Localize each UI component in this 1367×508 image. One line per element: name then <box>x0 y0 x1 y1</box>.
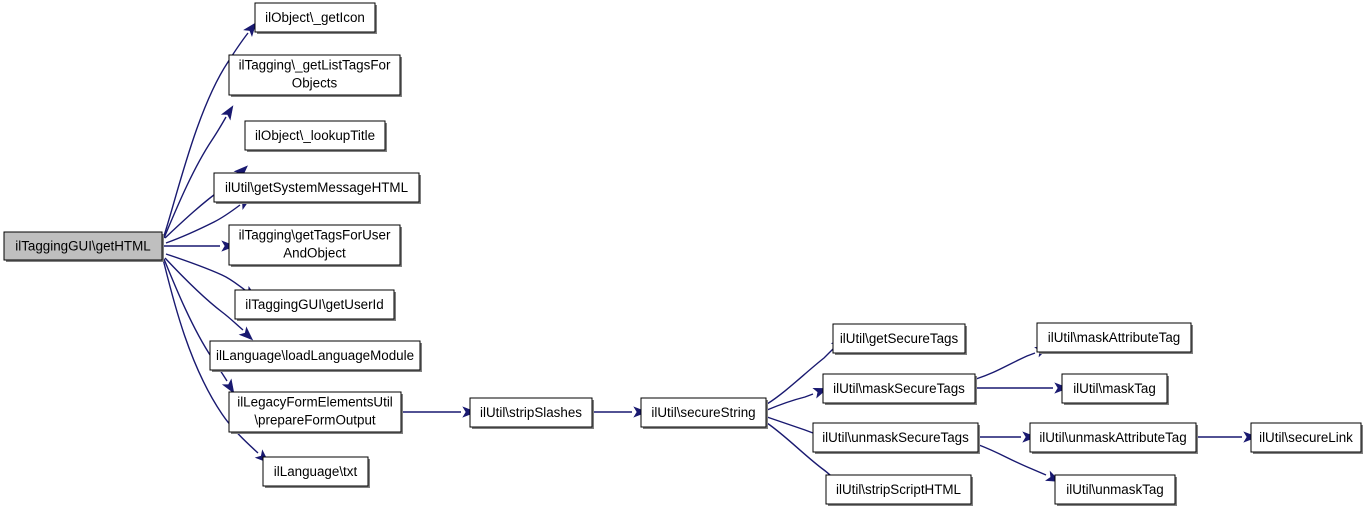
node-label-unmaskTag: ilUtil\unmaskTag <box>1066 482 1164 497</box>
node-rect-txt[interactable] <box>262 456 369 487</box>
node-rect-maskAttributeTag[interactable] <box>1036 322 1192 353</box>
node-maskTag[interactable]: ilUtil\maskTag <box>1061 373 1169 405</box>
node-getIcon[interactable]: ilObject\_getIcon <box>254 2 377 34</box>
node-rect-getListTagsForObjects[interactable] <box>228 54 401 96</box>
node-rect-getSystemMessageHTML[interactable] <box>213 172 420 203</box>
node-label-txt: ilLanguage\txt <box>274 464 358 479</box>
node-label-getIcon: ilObject\_getIcon <box>265 10 365 25</box>
edges-layer <box>162 32 1242 479</box>
node-stripScriptHTML[interactable]: ilUtil\stripScriptHTML <box>825 474 973 506</box>
node-label-secureLink: ilUtil\secureLink <box>1259 430 1353 445</box>
node-prepareFormOutput[interactable]: ilLegacyFormElementsUtil \prepareFormOutp… <box>228 391 403 434</box>
node-rect-lookupTitle[interactable] <box>244 120 386 151</box>
node-label-stripSlashes: ilUtil\stripSlashes <box>480 405 582 420</box>
node-label-secureString: ilUtil\secureString <box>651 405 755 420</box>
node-label-maskTag: ilUtil\maskTag <box>1073 381 1156 396</box>
node-rect-root[interactable] <box>3 231 163 261</box>
edge-root-to-getListTagsForObjects <box>163 116 227 239</box>
edge-secureString-to-maskSecureTags <box>766 393 814 411</box>
node-label-prepareFormOutput-line1: ilLegacyFormElementsUtil <box>237 395 393 410</box>
arrowhead-to-getListTagsForObjects <box>220 105 234 121</box>
node-unmaskTag[interactable]: ilUtil\unmaskTag <box>1054 474 1177 506</box>
node-rect-getIcon[interactable] <box>254 2 376 33</box>
node-unmaskAttributeTag[interactable]: ilUtil\unmaskAttributeTag <box>1029 422 1198 454</box>
node-txt[interactable]: ilLanguage\txt <box>262 456 370 488</box>
node-root[interactable]: ilTaggingGUI\getHTML <box>3 231 164 262</box>
node-rect-stripScriptHTML[interactable] <box>825 474 972 505</box>
node-label-lookupTitle: ilObject\_lookupTitle <box>255 128 375 143</box>
node-maskAttributeTag[interactable]: ilUtil\maskAttributeTag <box>1036 322 1193 354</box>
arrowhead-to-getIcon <box>243 22 257 37</box>
node-label-prepareFormOutput-line2: \prepareFormOutput <box>254 413 376 428</box>
node-getSystemMessageHTML[interactable]: ilUtil\getSystemMessageHTML <box>213 172 421 204</box>
node-label-getTagsForUserAndObject-line1: ilTagging\getTagsForUser <box>239 228 391 243</box>
node-rect-unmaskAttributeTag[interactable] <box>1029 422 1197 453</box>
node-secureString[interactable]: ilUtil\secureString <box>640 397 768 429</box>
edge-root-to-prepareFormOutput <box>163 258 228 382</box>
node-label-getTagsForUserAndObject-line2: AndObject <box>283 246 346 261</box>
node-getUserId[interactable]: ilTaggingGUI\getUserId <box>234 289 396 321</box>
node-rect-unmaskTag[interactable] <box>1054 474 1176 505</box>
node-secureLink[interactable]: ilUtil\secureLink <box>1250 422 1363 454</box>
edge-root-to-loadLanguageModule <box>164 257 244 331</box>
arrowhead-to-prepareFormOutput <box>221 378 235 394</box>
node-rect-maskSecureTags[interactable] <box>822 373 976 404</box>
node-rect-stripSlashes[interactable] <box>469 397 593 428</box>
edge-secureString-to-getSecureTags <box>766 347 835 405</box>
node-label-getSecureTags: ilUtil\getSecureTags <box>840 331 959 346</box>
node-rect-prepareFormOutput[interactable] <box>228 391 402 433</box>
node-lookupTitle[interactable]: ilObject\_lookupTitle <box>244 120 387 152</box>
edge-root-to-getSystemMessageHTML <box>165 204 241 244</box>
node-rect-loadLanguageModule[interactable] <box>209 340 421 371</box>
node-stripSlashes[interactable]: ilUtil\stripSlashes <box>469 397 594 429</box>
node-rect-maskTag[interactable] <box>1061 373 1168 404</box>
node-label-getListTagsForObjects-line2: Objects <box>292 76 338 91</box>
node-label-unmaskAttributeTag: ilUtil\unmaskAttributeTag <box>1039 430 1186 445</box>
edge-root-to-getUserId <box>165 253 246 291</box>
node-rect-getUserId[interactable] <box>234 289 395 320</box>
node-rect-unmaskSecureTags[interactable] <box>812 422 979 453</box>
arrowhead-to-loadLanguageModule <box>238 326 254 341</box>
node-rect-getSecureTags[interactable] <box>832 323 966 354</box>
node-rect-secureLink[interactable] <box>1250 422 1362 453</box>
node-rect-getTagsForUserAndObject[interactable] <box>228 224 401 266</box>
edge-unmaskSecureTags-to-unmaskTag <box>978 444 1047 476</box>
node-label-getUserId: ilTaggingGUI\getUserId <box>245 297 383 312</box>
node-maskSecureTags[interactable]: ilUtil\maskSecureTags <box>822 373 977 405</box>
node-label-loadLanguageModule: ilLanguage\loadLanguageModule <box>216 348 414 363</box>
edge-root-to-getIcon <box>162 32 249 240</box>
node-label-unmaskSecureTags: ilUtil\unmaskSecureTags <box>822 430 969 445</box>
node-loadLanguageModule[interactable]: ilLanguage\loadLanguageModule <box>209 340 422 372</box>
edge-root-to-txt <box>162 258 259 454</box>
nodes-layer: ilTaggingGUI\getHTML ilObject\_getIcon ilT… <box>3 2 1363 506</box>
node-label-root: ilTaggingGUI\getHTML <box>15 239 150 254</box>
node-unmaskSecureTags[interactable]: ilUtil\unmaskSecureTags <box>812 422 980 454</box>
edge-maskSecureTags-to-maskAttributeTag <box>975 352 1036 380</box>
edge-secureString-to-unmaskSecureTags <box>766 416 814 434</box>
node-rect-secureString[interactable] <box>640 397 767 428</box>
node-label-stripScriptHTML: ilUtil\stripScriptHTML <box>836 482 961 497</box>
node-label-maskSecureTags: ilUtil\maskSecureTags <box>833 381 965 396</box>
node-label-getSystemMessageHTML: ilUtil\getSystemMessageHTML <box>225 180 408 195</box>
node-label-maskAttributeTag: ilUtil\maskAttributeTag <box>1048 330 1180 345</box>
node-getSecureTags[interactable]: ilUtil\getSecureTags <box>832 323 967 355</box>
node-label-getListTagsForObjects-line1: ilTagging\_getListTagsFor <box>239 58 391 73</box>
